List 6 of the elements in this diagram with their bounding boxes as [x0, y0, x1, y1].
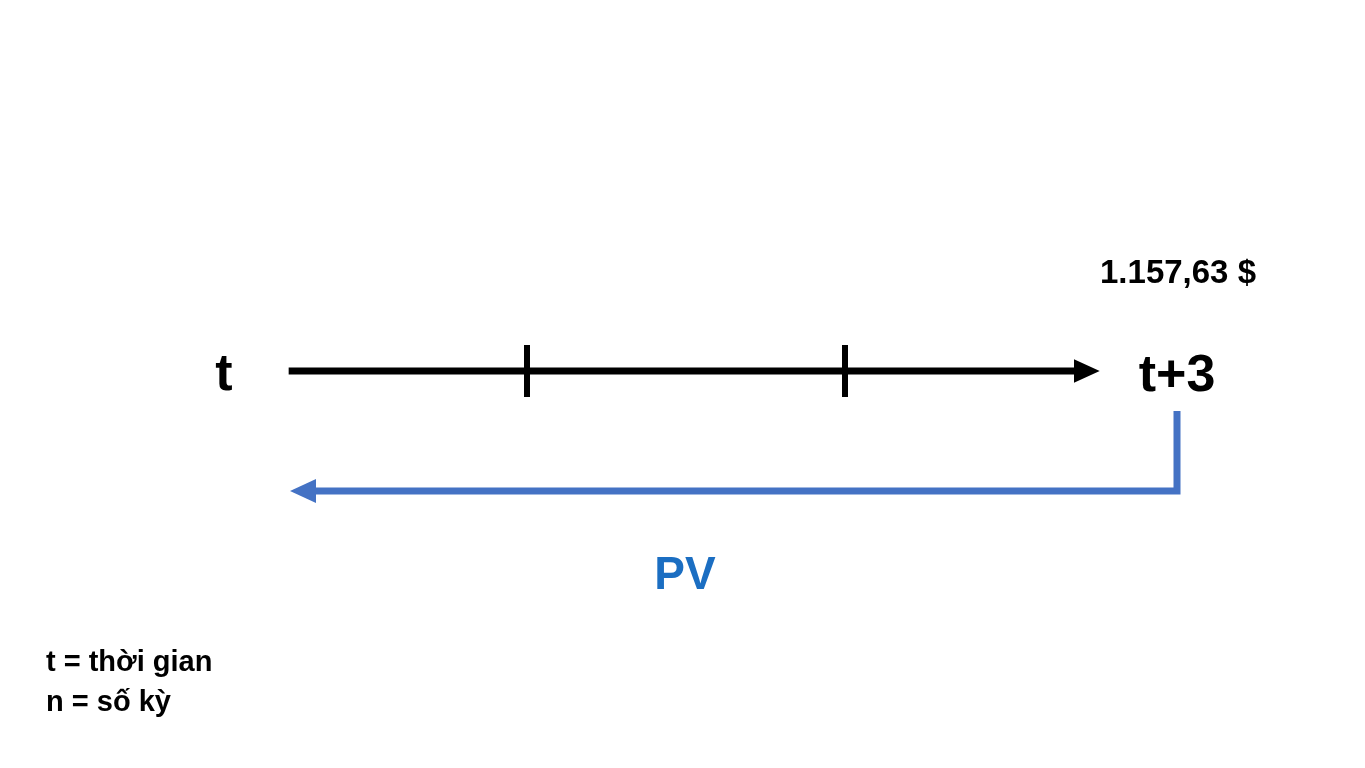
value-label: 1.157,63 $: [1100, 253, 1256, 291]
time-label: t: [215, 346, 233, 398]
note-text: t = thời gian: [46, 644, 213, 679]
note-text: n = số kỳ: [46, 684, 172, 719]
timeline-arrow: [288, 359, 1100, 383]
time-label: t+3: [1138, 347, 1216, 399]
